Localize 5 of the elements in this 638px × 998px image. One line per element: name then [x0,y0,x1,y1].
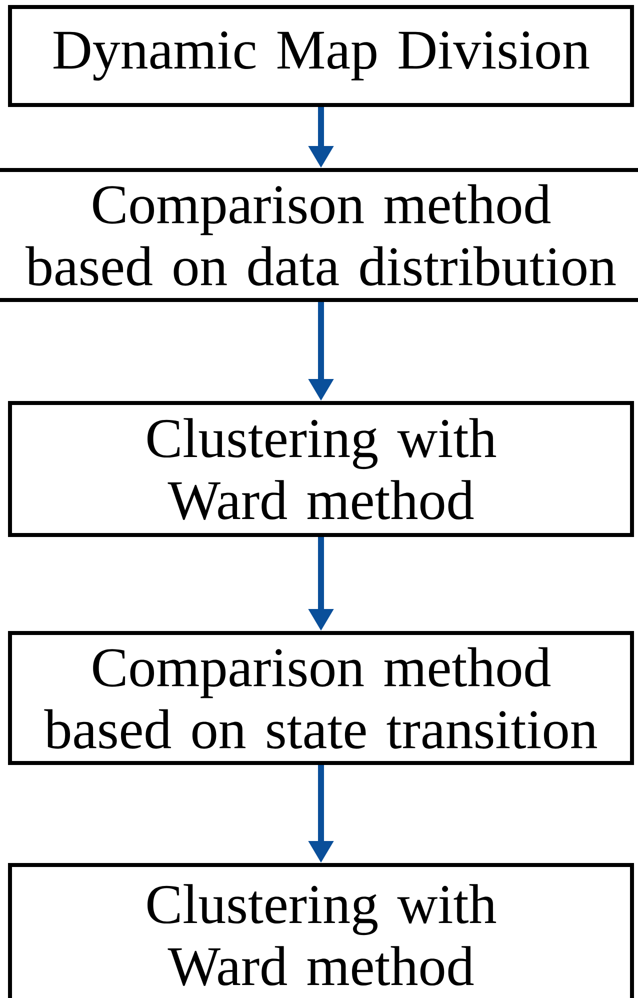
process-box: Comparison method based on data distribution [0,168,638,302]
process-box: Clustering with Ward method [8,863,634,998]
process-box: Clustering with Ward method [8,401,634,537]
process-box: Dynamic Map Division [8,5,634,107]
process-box: Comparison method based on state transition [8,631,634,765]
